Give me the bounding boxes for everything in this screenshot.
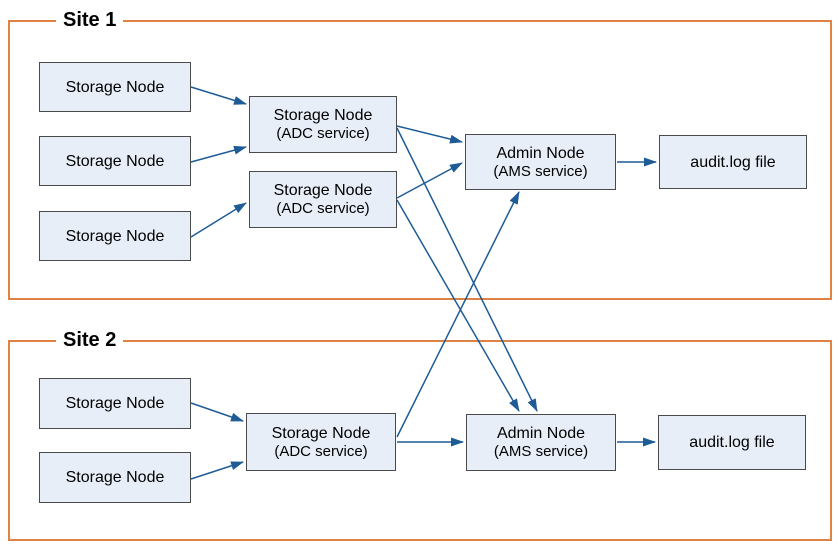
site2-storage-node-1: Storage Node xyxy=(39,378,191,429)
site2-admin-node: Admin Node (AMS service) xyxy=(466,414,616,471)
arrow-site1-adc-1-to-site2-admin xyxy=(396,127,538,412)
site1-storage-node-2: Storage Node xyxy=(39,136,191,186)
node-service-label: (ADC service) xyxy=(276,125,370,142)
arrow-site1-storage-3-to-site1-adc-2 xyxy=(190,202,247,238)
node-label: Admin Node xyxy=(496,144,585,162)
node-service-label: (AMS service) xyxy=(493,162,588,180)
site1-audit-log-file: audit.log file xyxy=(659,135,807,189)
arrow-site2-adc-1-to-site1-admin xyxy=(396,191,520,438)
site2-adc-node-1: Storage Node (ADC service) xyxy=(246,413,396,471)
node-label: Storage Node xyxy=(65,469,165,486)
site2-storage-node-2: Storage Node xyxy=(39,452,191,503)
site-2-frame: Site 2 xyxy=(8,328,832,541)
arrow-site1-adc-2-to-site1-admin xyxy=(396,162,463,199)
node-label: Storage Node xyxy=(65,152,165,170)
arrow-site1-storage-2-to-site1-adc-1 xyxy=(190,145,247,163)
site-2-label: Site 2 xyxy=(56,328,124,352)
arrow-site1-storage-1-to-site1-adc-1 xyxy=(190,86,247,105)
node-service-label: (ADC service) xyxy=(274,442,368,460)
node-label: Storage Node xyxy=(271,424,371,442)
node-service-label: (ADC service) xyxy=(276,200,370,217)
site1-admin-node: Admin Node (AMS service) xyxy=(465,134,616,190)
node-label: Storage Node xyxy=(273,107,373,124)
arrow-site1-adc-1-to-site1-admin xyxy=(396,125,463,144)
site1-storage-node-1: Storage Node xyxy=(39,62,191,112)
node-label: Storage Node xyxy=(65,395,165,412)
arrow-site1-adc-2-to-site2-admin xyxy=(396,199,520,412)
node-service-label: (AMS service) xyxy=(493,443,589,460)
node-label: Admin Node xyxy=(496,425,586,442)
site-1-label: Site 1 xyxy=(56,8,124,32)
node-label: audit.log file xyxy=(690,153,776,171)
node-label: Storage Node xyxy=(65,78,165,96)
node-label: audit.log file xyxy=(689,434,775,451)
node-label: Storage Node xyxy=(65,227,165,245)
site1-adc-node-1: Storage Node (ADC service) xyxy=(249,96,397,153)
site1-storage-node-3: Storage Node xyxy=(39,211,191,261)
site-1-frame: Site 1 xyxy=(8,8,832,300)
node-label: Storage Node xyxy=(273,182,373,199)
site1-adc-node-2: Storage Node (ADC service) xyxy=(249,171,397,228)
arrow-site2-storage-1-to-site2-adc-1 xyxy=(190,402,244,422)
arrow-site2-storage-2-to-site2-adc-1 xyxy=(190,461,244,480)
site2-audit-log-file: audit.log file xyxy=(658,415,806,470)
